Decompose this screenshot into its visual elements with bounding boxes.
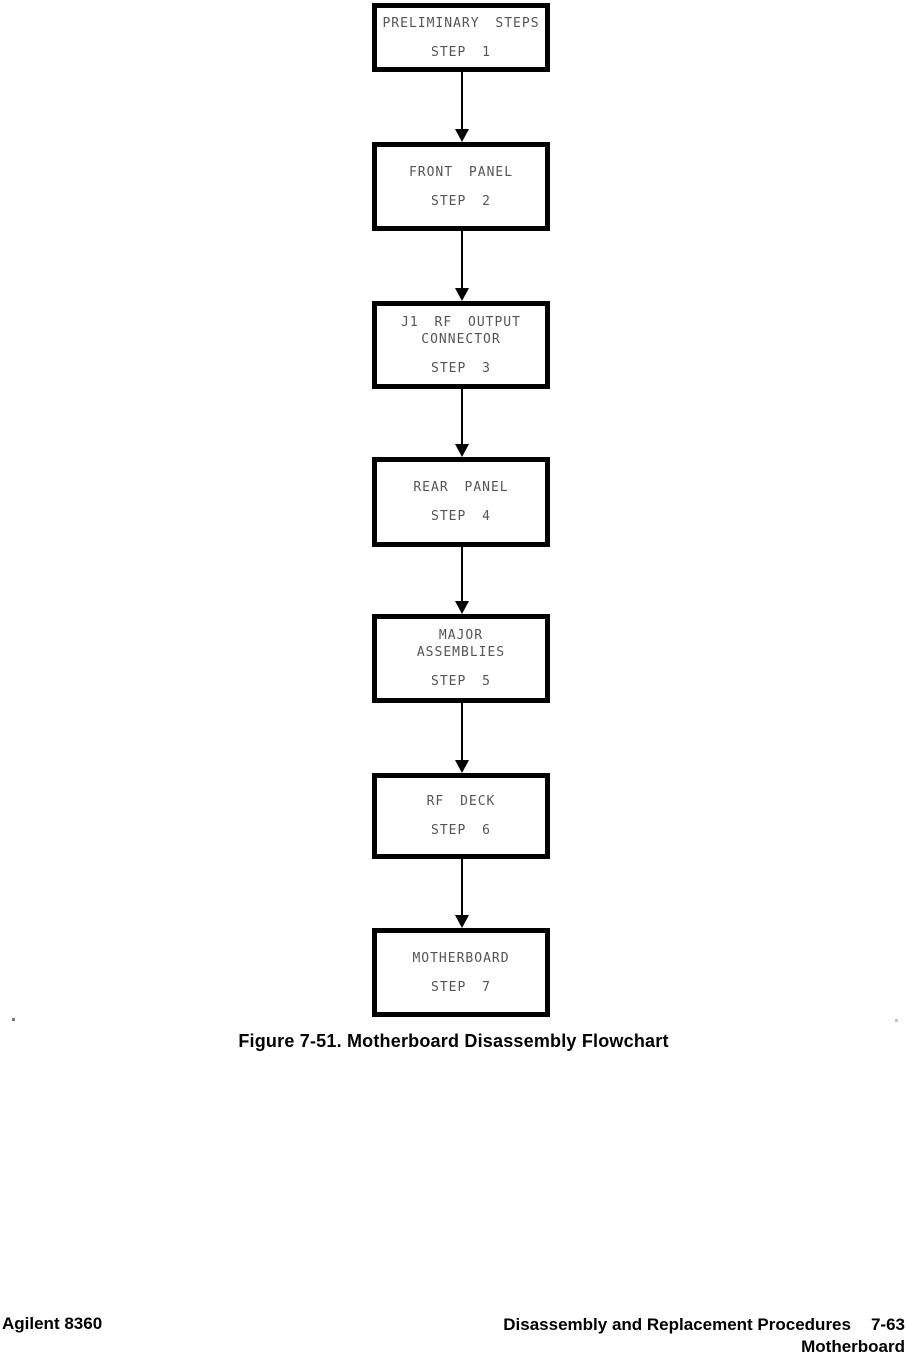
- arrow-line: [460, 72, 463, 129]
- arrow-line: [460, 389, 463, 444]
- step-title-line: ASSEMBLIES: [416, 645, 506, 660]
- flow-step-4: REAR PANEL STEP 4: [372, 457, 550, 547]
- footer-page-number: 7-63: [870, 1315, 905, 1334]
- flow-step-3: J1 RF OUTPUT CONNECTOR STEP 3: [372, 301, 550, 389]
- arrow-line: [460, 703, 463, 760]
- footer-section-title: Motherboard: [801, 1337, 905, 1356]
- step-title-line: J1 RF OUTPUT: [401, 314, 521, 330]
- step-title-line: REAR PANEL: [413, 480, 509, 495]
- step-title-line: FRONT PANEL: [408, 164, 514, 180]
- flow-arrow-3-4: [454, 389, 469, 457]
- arrow-head-icon: [454, 915, 469, 928]
- step-title: RF DECK: [427, 793, 496, 810]
- step-title: PRELIMINARY STEPS: [382, 15, 539, 32]
- flow-step-7: MOTHERBOARD STEP 7: [372, 928, 550, 1017]
- flow-step-6: RF DECK STEP 6: [372, 773, 550, 859]
- step-title: J1 RF OUTPUT CONNECTOR: [401, 314, 521, 348]
- footer-product-name: Agilent 8360: [2, 1314, 103, 1333]
- step-title: FRONT PANEL: [409, 164, 513, 181]
- footer-chapter-line: Disassembly and Replacement Procedures 7-…: [503, 1314, 905, 1336]
- flow-step-5: MAJOR ASSEMBLIES STEP 5: [372, 614, 550, 703]
- step-label: STEP 5: [431, 674, 491, 689]
- arrow-head-icon: [454, 129, 469, 142]
- arrow-line: [460, 859, 463, 915]
- step-label: STEP 2: [431, 193, 491, 209]
- flow-arrow-5-6: [454, 703, 469, 773]
- figure-caption: Figure 7-51. Motherboard Disassembly Flo…: [238, 1031, 669, 1051]
- flow-arrow-2-3: [454, 231, 469, 301]
- arrow-line: [460, 547, 463, 601]
- registration-dot-right: [895, 1019, 898, 1022]
- arrow-head-icon: [454, 444, 469, 457]
- footer-chapter-title: Disassembly and Replacement Procedures: [503, 1315, 851, 1334]
- flow-arrow-1-2: [454, 72, 469, 142]
- step-label: STEP 7: [431, 979, 491, 995]
- arrow-head-icon: [454, 288, 469, 301]
- flow-arrow-4-5: [454, 547, 469, 614]
- flow-step-1: PRELIMINARY STEPS STEP 1: [372, 3, 550, 72]
- step-label: STEP 1: [431, 44, 491, 60]
- flow-arrow-6-7: [454, 859, 469, 928]
- step-label: STEP 6: [431, 823, 491, 838]
- arrow-head-icon: [454, 601, 469, 614]
- arrow-line: [460, 231, 463, 288]
- step-title-line: PRELIMINARY STEPS: [382, 15, 540, 31]
- flow-step-2: FRONT PANEL STEP 2: [372, 142, 550, 231]
- footer-chapter-block: Disassembly and Replacement Procedures 7-…: [503, 1314, 905, 1356]
- step-title-line: RF DECK: [426, 794, 496, 809]
- step-label: STEP 4: [431, 509, 491, 524]
- step-title: MAJOR ASSEMBLIES: [417, 627, 505, 661]
- registration-dot-left: [12, 1018, 15, 1021]
- step-title-line: CONNECTOR: [421, 331, 501, 347]
- step-title: REAR PANEL: [413, 479, 508, 496]
- step-title: MOTHERBOARD: [412, 950, 509, 967]
- step-label: STEP 3: [431, 360, 491, 376]
- step-title-line: MOTHERBOARD: [412, 950, 510, 966]
- step-title-line: MAJOR: [438, 628, 484, 643]
- arrow-head-icon: [454, 760, 469, 773]
